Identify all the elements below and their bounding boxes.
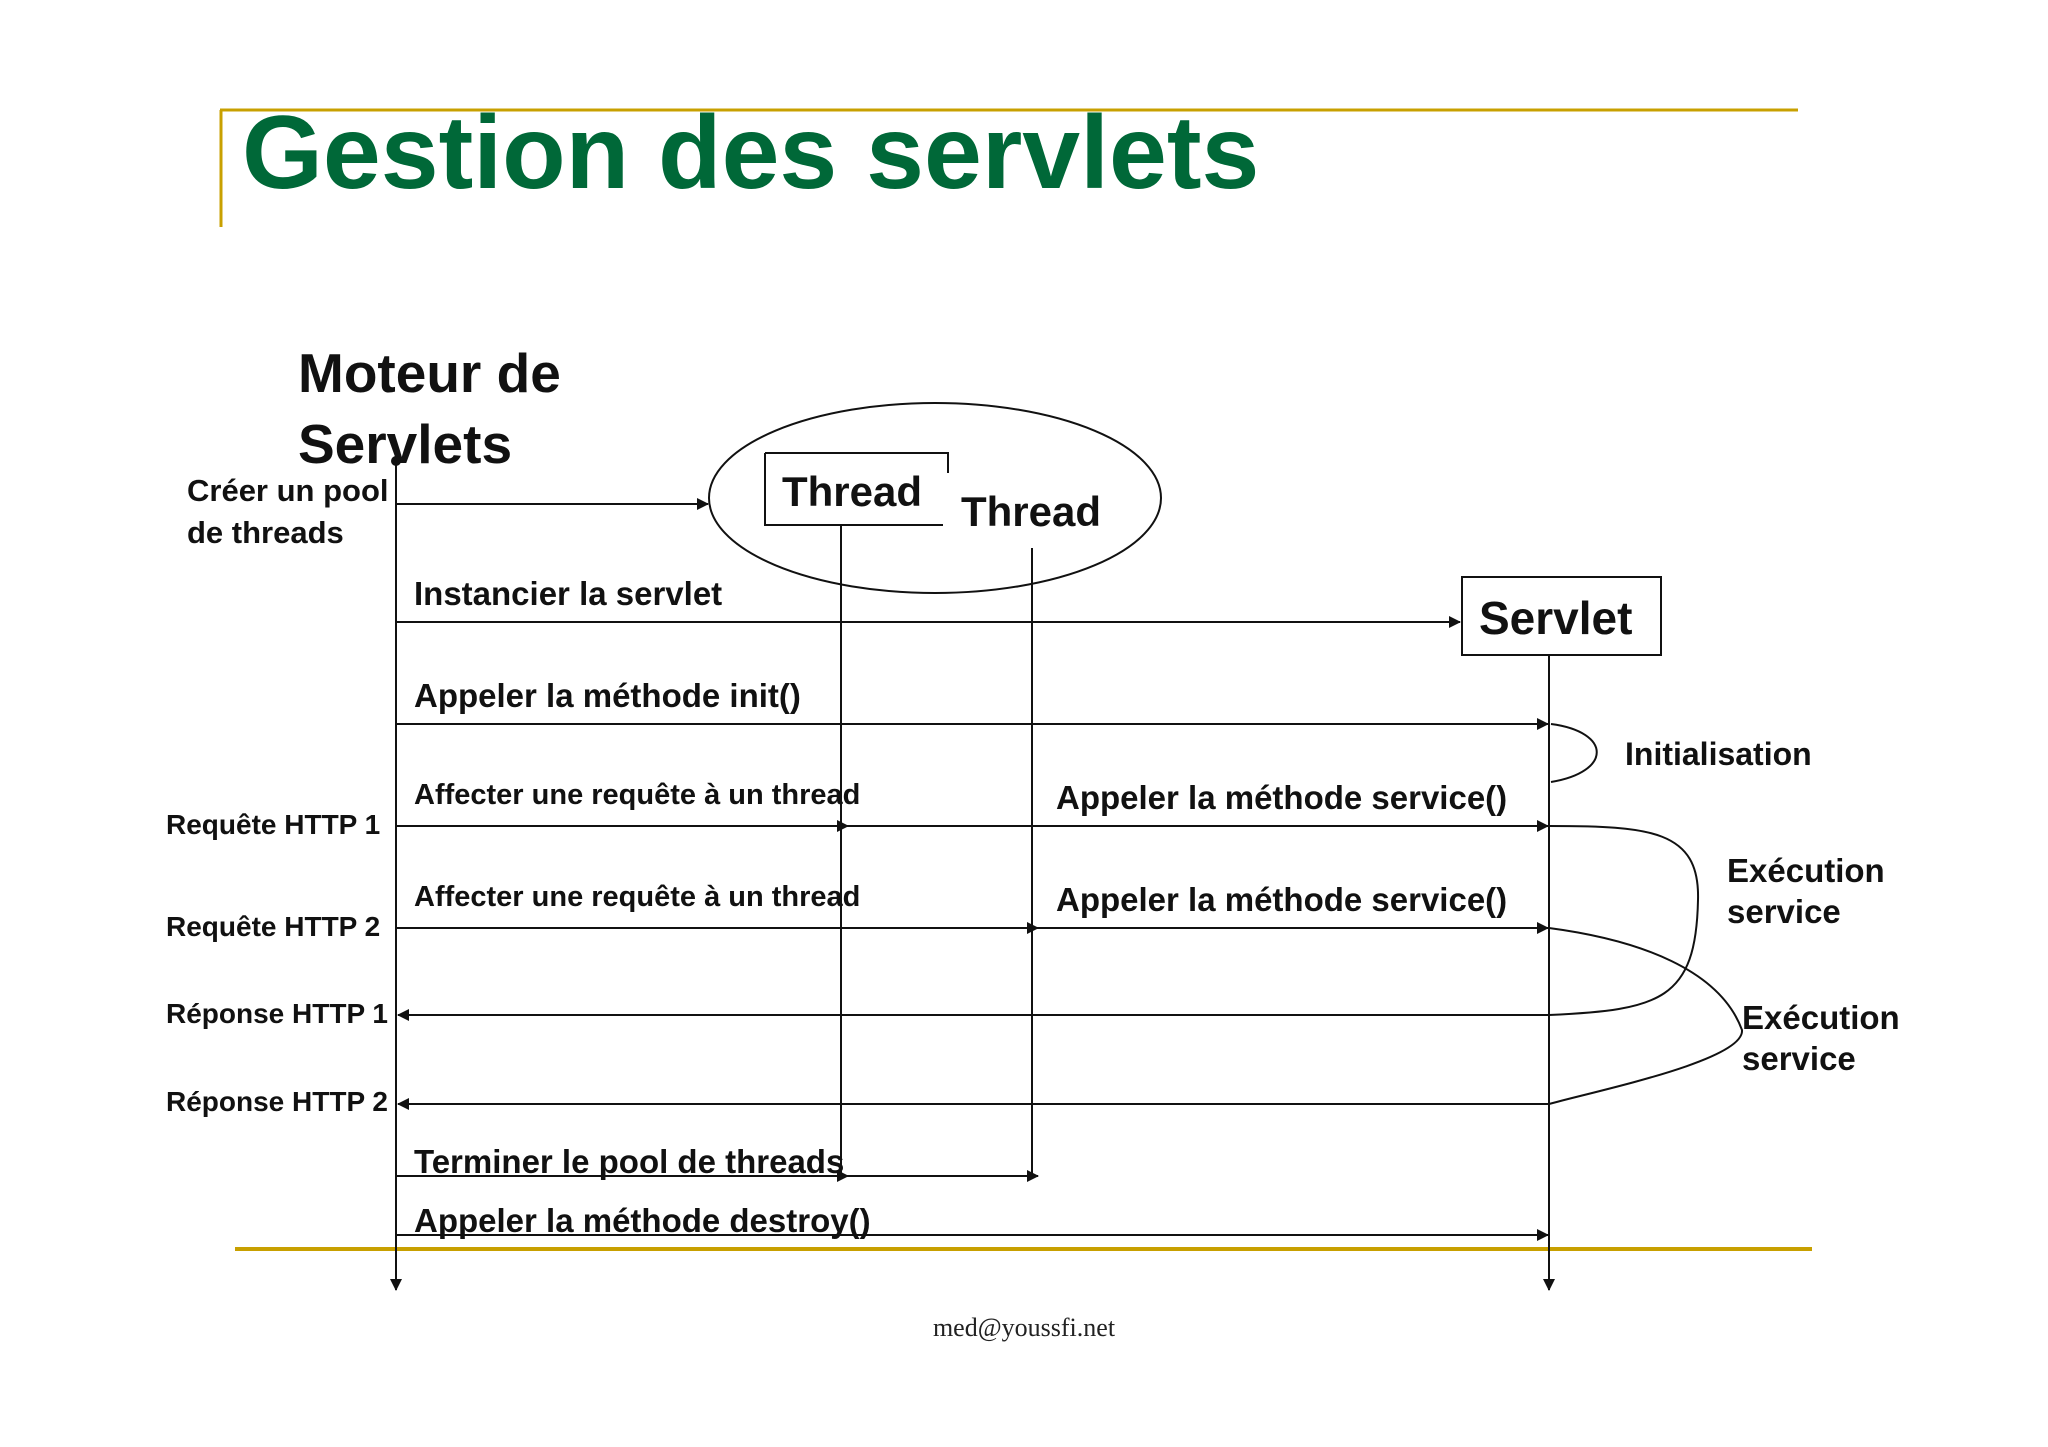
execution-1-note-line1: Exécution bbox=[1727, 852, 1885, 889]
terminate-pool-label: Terminer le pool de threads bbox=[414, 1143, 844, 1180]
thread1-box-top bbox=[765, 452, 949, 473]
request-1-label: Requête HTTP 1 bbox=[166, 809, 380, 840]
response-1-label: Réponse HTTP 1 bbox=[166, 998, 388, 1029]
create-pool-label-line1: Créer un pool bbox=[187, 473, 389, 508]
engine-label-line1: Moteur de bbox=[298, 342, 561, 404]
title-rule bbox=[219, 108, 1798, 227]
execution-2-note-line2: service bbox=[1742, 1040, 1856, 1077]
service-call-1-label: Appeler la méthode service() bbox=[1056, 779, 1507, 816]
execution-1-curve bbox=[1548, 825, 1700, 1016]
thread2-label: Thread bbox=[961, 488, 1101, 535]
thread-pool-ellipse bbox=[708, 402, 1162, 594]
servlet-box bbox=[1461, 576, 1662, 656]
initialisation-note: Initialisation bbox=[1625, 736, 1812, 772]
execution-2-curve bbox=[1548, 927, 1744, 1105]
assign-request-1-label: Affecter une requête à un thread bbox=[414, 779, 860, 811]
execution-2-note-line1: Exécution bbox=[1742, 999, 1900, 1036]
service-call-2-label: Appeler la méthode service() bbox=[1056, 881, 1507, 918]
slide-title: Gestion des servlets bbox=[242, 95, 1259, 211]
execution-1-note-line2: service bbox=[1727, 893, 1841, 930]
engine-label-line2: Servlets bbox=[298, 413, 512, 475]
init-call-label: Appeler la méthode init() bbox=[414, 677, 801, 714]
thread1-label: Thread bbox=[782, 468, 922, 515]
initialisation-loop bbox=[1550, 723, 1598, 783]
destroy-call-label: Appeler la méthode destroy() bbox=[414, 1202, 871, 1239]
assign-request-2-label: Affecter une requête à un thread bbox=[414, 881, 860, 913]
footer-email: med@youssfi.net bbox=[933, 1313, 1116, 1342]
servlet-label: Servlet bbox=[1479, 592, 1632, 644]
thread1-box-bottom bbox=[764, 453, 943, 526]
response-2-label: Réponse HTTP 2 bbox=[166, 1086, 388, 1117]
instantiate-label: Instancier la servlet bbox=[414, 575, 722, 612]
request-2-label: Requête HTTP 2 bbox=[166, 911, 380, 942]
create-pool-label-line2: de threads bbox=[187, 515, 344, 550]
